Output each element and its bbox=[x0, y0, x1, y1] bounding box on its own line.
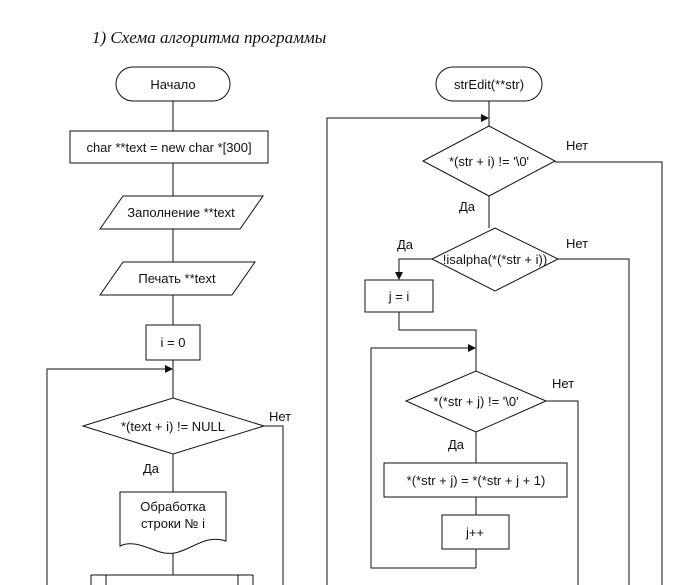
fill-label: Заполнение **text bbox=[127, 205, 235, 220]
process-line-document bbox=[119, 491, 227, 554]
no-branch-line bbox=[264, 425, 284, 585]
cond2-yes-line bbox=[398, 258, 432, 274]
yes-label: Да bbox=[143, 461, 160, 476]
outer-loop-line bbox=[326, 117, 482, 585]
assign-label: j = i bbox=[388, 289, 410, 304]
cond3-label: *(*str + j) != '\0' bbox=[433, 394, 518, 409]
shift-process-box bbox=[383, 462, 568, 498]
cond1-no-line bbox=[555, 161, 663, 585]
print-label: Печать **text bbox=[138, 271, 216, 286]
inner-loop-line bbox=[370, 347, 476, 569]
cond2-no-label: Нет bbox=[566, 236, 588, 251]
print-io-box bbox=[99, 261, 256, 296]
assign-connector bbox=[398, 312, 477, 394]
cond2-label: !isalpha(*(*str + i)) bbox=[443, 252, 547, 267]
loop-back-line bbox=[46, 368, 166, 585]
alloc-process-box bbox=[69, 130, 269, 164]
arrow-head bbox=[395, 272, 403, 280]
cond2-yes-label: Да bbox=[397, 237, 414, 252]
inner-check-decision bbox=[404, 370, 548, 433]
assign-process-box bbox=[364, 279, 434, 313]
cond1-label: *(str + i) != '\0' bbox=[449, 154, 529, 169]
isalpha-decision bbox=[430, 227, 560, 292]
arrow-head bbox=[165, 365, 173, 373]
null-check-decision bbox=[81, 397, 266, 455]
no-label: Нет bbox=[269, 409, 291, 424]
start-terminator bbox=[115, 66, 231, 102]
subprocess-box bbox=[90, 574, 254, 585]
terminator-check-decision bbox=[421, 125, 557, 197]
page-heading: 1) Схема алгоритма программы bbox=[92, 28, 327, 47]
init-process-box bbox=[145, 324, 201, 361]
null-check-label: *(text + i) != NULL bbox=[121, 419, 225, 434]
start-label: Начало bbox=[150, 77, 195, 92]
strEdit-label: strEdit(**str) bbox=[454, 77, 524, 92]
arrow-head bbox=[481, 114, 489, 122]
cond3-no-label: Нет bbox=[552, 376, 574, 391]
arrow-head bbox=[468, 344, 476, 352]
cond1-no-label: Нет bbox=[566, 138, 588, 153]
shift-label: *(*str + j) = *(*str + j + 1) bbox=[407, 473, 546, 488]
cond3-no-line bbox=[546, 400, 579, 585]
fill-io-box bbox=[99, 195, 264, 230]
init-label: i = 0 bbox=[161, 335, 186, 350]
process-line-label-2: строки № i bbox=[141, 516, 205, 531]
cond3-yes-label: Да bbox=[448, 437, 465, 452]
cond1-yes-label: Да bbox=[459, 199, 476, 214]
increment-process-box bbox=[441, 514, 510, 550]
cond2-no-line bbox=[558, 258, 630, 585]
process-line-label-1: Обработка bbox=[140, 499, 206, 514]
alloc-label: char **text = new char *[300] bbox=[86, 140, 251, 155]
strEdit-terminator bbox=[435, 66, 543, 102]
increment-label: j++ bbox=[465, 525, 484, 540]
